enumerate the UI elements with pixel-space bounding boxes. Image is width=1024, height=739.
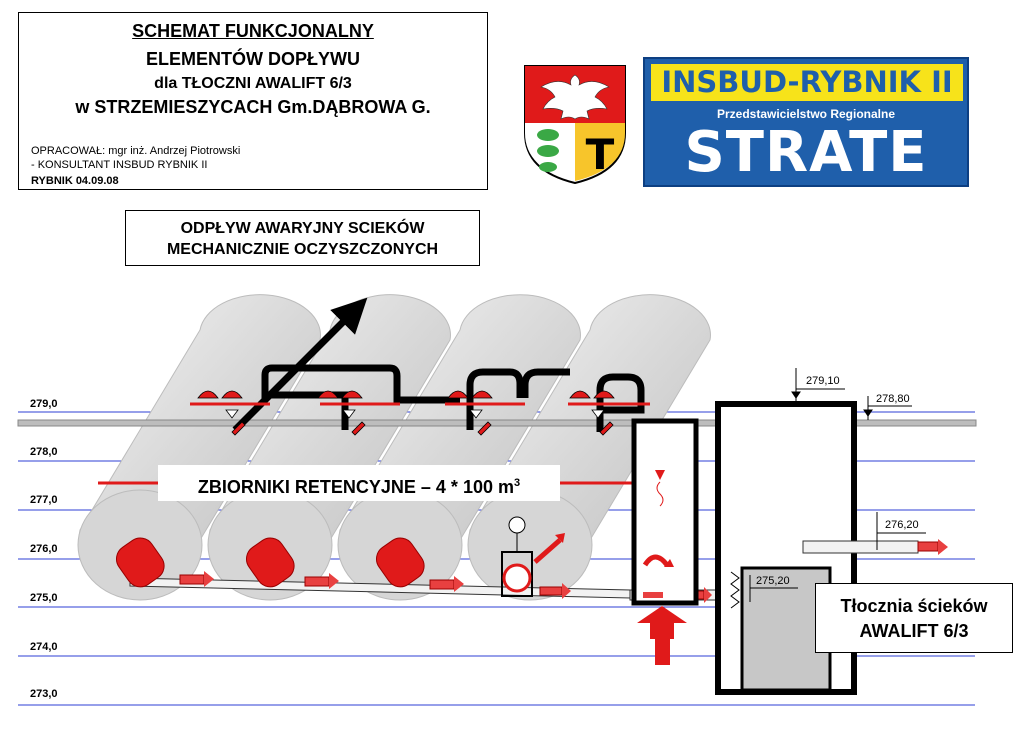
bottom-pipe	[115, 537, 741, 603]
crest-letter: T	[586, 130, 615, 179]
elevation-278-80: 278,80	[876, 393, 910, 405]
level-label-273: 273,0	[30, 688, 58, 700]
author-date: RYBNIK 04.09.08	[31, 175, 119, 187]
pump-station-label: Tłocznia ścieków AWALIFT 6/3	[815, 583, 1013, 653]
municipal-crest-logo: T	[524, 65, 626, 185]
overflow-label-line-1: ODPŁYW AWARYJNY SCIEKÓW	[180, 220, 425, 237]
strate-logo: INSBUD-RYBNIK II Przedstawicielstwo Regi…	[643, 57, 969, 187]
elevation-markers	[749, 368, 926, 602]
ground-band	[17, 419, 977, 427]
logo-top-text: INSBUD-RYBNIK II	[651, 64, 963, 101]
pump-station-label-line-2: AWALIFT 6/3	[859, 621, 969, 641]
title-line-4: w STRZEMIESZYCACH Gm.DĄBROWA G.	[75, 97, 431, 117]
upper-valves	[197, 390, 615, 436]
retention-tanks-label-sup: 3	[513, 477, 521, 489]
control-valve	[501, 516, 565, 597]
inlet-chamber	[631, 418, 699, 665]
elevation-275-20: 275,20	[756, 575, 790, 587]
elevation-276-20: 276,20	[885, 519, 919, 531]
author-line-1: OPRACOWAŁ: mgr inż. Andrzej Piotrowski	[31, 145, 241, 157]
retention-tanks-label: ZBIORNIKI RETENCYJNE – 4 * 100 m3	[158, 465, 560, 501]
level-label-278: 278,0	[30, 446, 58, 458]
title-block: SCHEMAT FUNKCJONALNY ELEMENTÓW DOPŁYWU d…	[18, 12, 488, 190]
level-label-274: 274,0	[30, 641, 58, 653]
overflow-label-line-2: MECHANICZNIE OCZYSZCZONYCH	[166, 241, 439, 258]
level-label-275: 275,0	[30, 592, 58, 604]
level-label-277: 277,0	[30, 494, 58, 506]
title-line-3: dla TŁOCZNI AWALIFT 6/3	[154, 75, 352, 92]
author-line-2: - KONSULTANT INSBUD RYBNIK II	[31, 159, 208, 171]
elevation-279-10: 279,10	[806, 375, 840, 387]
title-line-1: SCHEMAT FUNKCJONALNY	[132, 21, 374, 41]
overflow-pipes	[232, 297, 645, 433]
level-label-279: 279,0	[30, 398, 58, 410]
retention-tanks	[77, 294, 711, 601]
level-label-276: 276,0	[30, 543, 58, 555]
pump-station-label-line-1: Tłocznia ścieków	[840, 596, 988, 616]
overflow-label: ODPŁYW AWARYJNY SCIEKÓW MECHANICZNIE OCZ…	[125, 210, 480, 266]
title-line-2: ELEMENTÓW DOPŁYWU	[146, 49, 360, 69]
logo-main-text: STRATE	[684, 120, 928, 185]
retention-tanks-label-text: ZBIORNIKI RETENCYJNE – 4 * 100 m	[197, 477, 514, 497]
logo-middle-text: Przedstawicielstwo Regionalne	[716, 107, 896, 121]
